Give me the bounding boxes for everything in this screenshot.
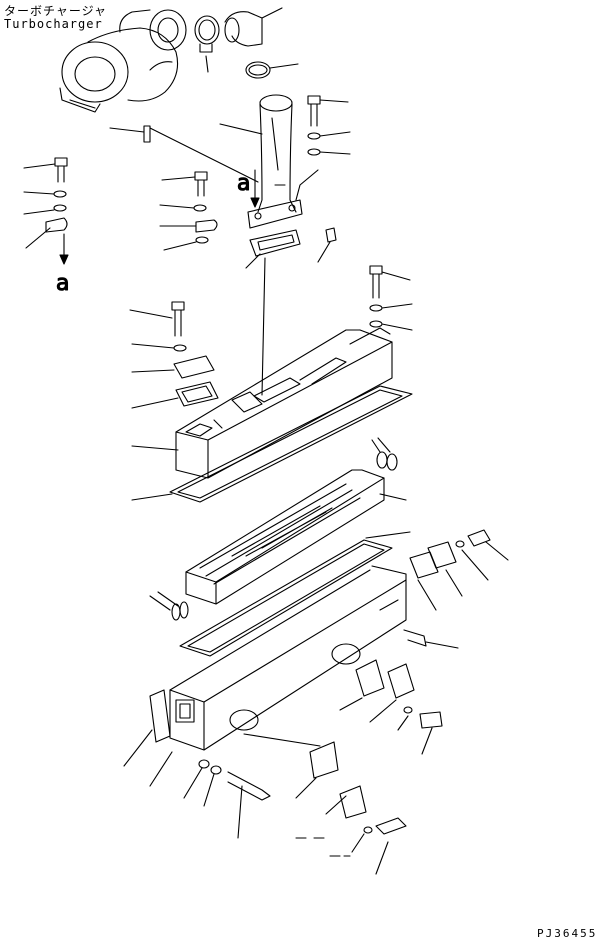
- upper-manifold-part: [176, 328, 392, 478]
- bolt-left-stack: [24, 158, 68, 264]
- turbocharger-label-jp: ターボチャージャ: [4, 4, 108, 18]
- stud-part: [110, 126, 258, 182]
- nut-part: [318, 228, 336, 262]
- intake-pipe-part: [220, 95, 302, 228]
- oring-pair-upper: [372, 438, 397, 470]
- ring-clamp-part: [195, 16, 219, 72]
- lower-manifold-part: [124, 566, 458, 786]
- washer-upper-right: [308, 132, 350, 155]
- turbocharger-part: [60, 10, 186, 112]
- hose-clamp-part: [246, 62, 298, 78]
- view-ref-upper: a: [237, 171, 250, 196]
- bolt-left-upper-manifold: [130, 302, 218, 450]
- bolt-right-upper-manifold: [370, 266, 412, 330]
- cover-plate-right-upper: [410, 530, 508, 610]
- bolt-lower-left: [184, 760, 270, 838]
- leader-elbow-manifold: [262, 258, 265, 395]
- bolt-middle-left: [160, 172, 217, 250]
- elbow-gasket-part: [246, 230, 300, 268]
- bolt-upper-right: [308, 96, 348, 126]
- cover-plate-right-lower: [340, 660, 442, 754]
- turbocharger-label: Turbocharger: [4, 17, 103, 31]
- lower-gasket-part: [180, 532, 410, 656]
- view-ref-lower: a: [56, 271, 69, 296]
- upper-gasket-part: [132, 386, 412, 502]
- drawing-code: PJ36455: [537, 927, 598, 940]
- aftercooler-core-part: [150, 470, 406, 620]
- cover-plate-center: [244, 734, 406, 874]
- elbow-hose-part: [225, 8, 282, 46]
- view-arrow-upper: [251, 170, 318, 207]
